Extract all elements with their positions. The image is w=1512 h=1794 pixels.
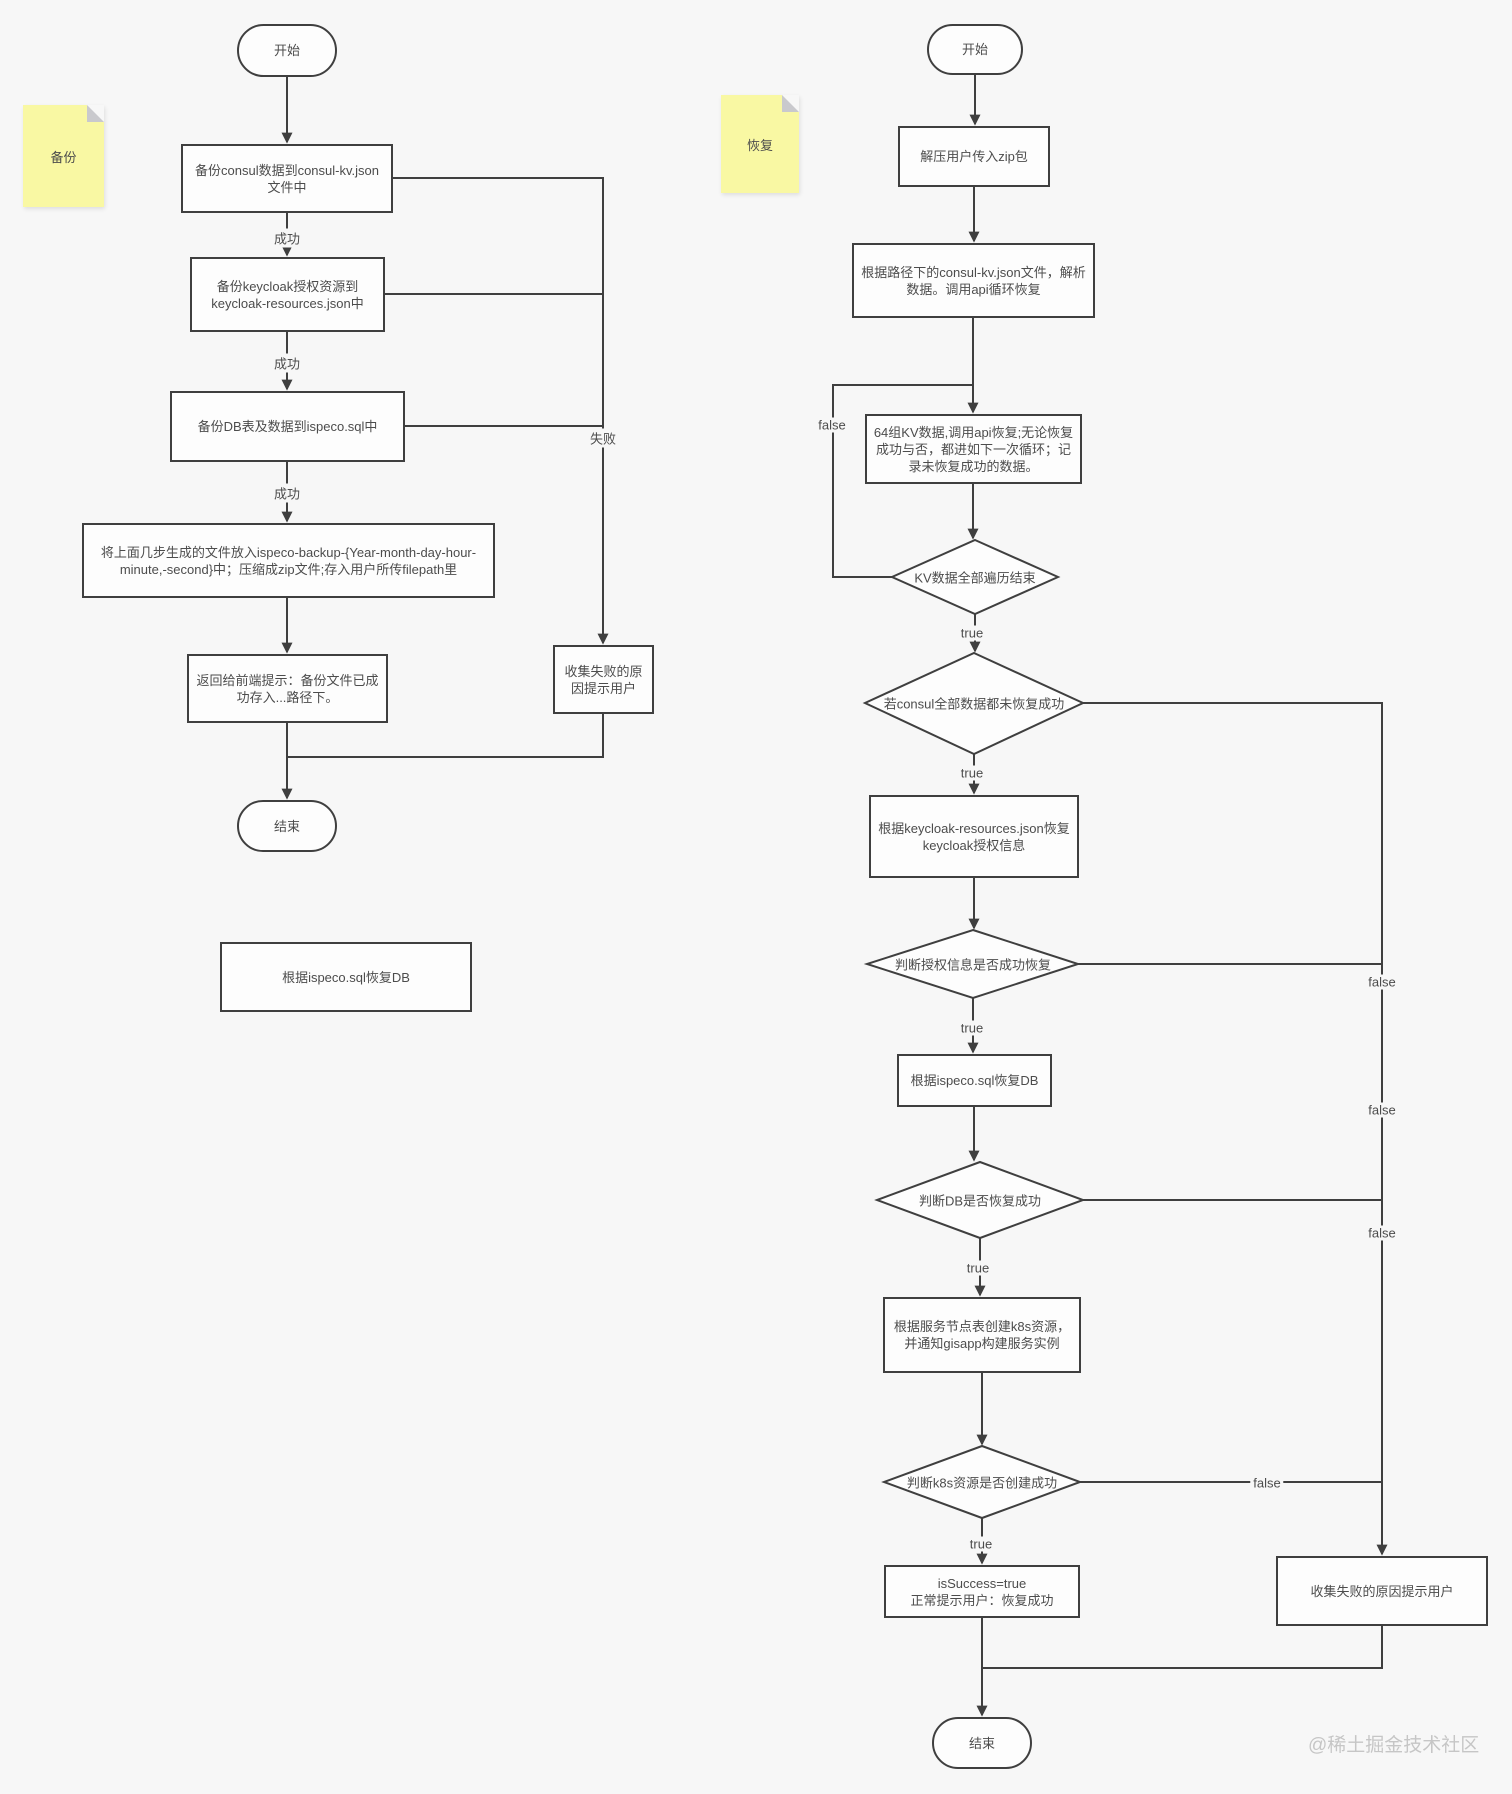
edge-label-false-loop: false (815, 417, 849, 433)
backup-step-collect-failure: 收集失败的原因提示用户 (553, 645, 654, 714)
decision-kv-done-label: KV数据全部遍历结束 (914, 570, 1036, 586)
decision-auth-restored-label: 判断授权信息是否成功恢复 (894, 957, 1052, 973)
edge-label-false-1: false (1365, 974, 1399, 990)
backup-step-db: 备份DB表及数据到ispeco.sql中 (170, 391, 405, 462)
edge-label-false-3: false (1365, 1225, 1399, 1241)
restore-start-node: 开始 (927, 24, 1023, 75)
backup-end-label: 结束 (273, 818, 300, 834)
backup-step-keycloak: 备份keycloak授权资源到keycloak-resources.json中 (190, 257, 385, 332)
sticky-note-restore: 恢复 (721, 95, 799, 193)
backup-standalone-restore-db-label: 根据ispeco.sql恢复DB (282, 969, 410, 985)
backup-end-node: 结束 (237, 800, 337, 852)
backup-step-notify-success: 返回给前端提示：备份文件已成功存入...路径下。 (187, 654, 388, 723)
restore-step-success-line2: 正常提示用户：恢复成功 (910, 1592, 1054, 1608)
restore-step-success-line1: isSuccess=true (937, 1575, 1027, 1591)
restore-step-keycloak-label: 根据keycloak-resources.json恢复keycloak授权信息 (878, 820, 1070, 853)
restore-start-label: 开始 (961, 42, 988, 57)
backup-standalone-restore-db: 根据ispeco.sql恢复DB (220, 942, 472, 1012)
watermark: @稀土掘金技术社区 (1308, 1735, 1480, 1756)
edge (287, 714, 604, 758)
decision-db-restored-label: 判断DB是否恢复成功 (918, 1193, 1042, 1209)
decision-diamonds (862, 538, 1086, 1520)
decision-consul-all-failed-shape (862, 651, 1086, 756)
sticky-note-backup-label: 备份 (50, 149, 77, 165)
restore-step-k8s-label: 根据服务节点表创建k8s资源，并通知gisapp构建服务实例 (893, 1319, 1071, 1351)
restore-edges (832, 75, 1388, 1717)
decision-auth-restored-shape (863, 928, 1082, 1000)
restore-step-unzip-label: 解压用户传入zip包 (920, 149, 1028, 164)
restore-step-k8s: 根据服务节点表创建k8s资源，并通知gisapp构建服务实例 (883, 1297, 1081, 1373)
backup-step-zip: 将上面几步生成的文件放入ispeco-backup-{Year-month-da… (82, 523, 495, 598)
backup-step-consul-label: 备份consul数据到consul-kv.json文件中 (195, 162, 379, 195)
backup-step-keycloak-label: 备份keycloak授权资源到keycloak-resources.json中 (211, 278, 364, 311)
restore-step-kv-loop-label: 64组KV数据,调用api恢复;无论恢复成功与否，都进如下一次循环；记录未恢复成… (873, 424, 1074, 474)
edge (982, 1626, 1383, 1669)
backup-step-db-label: 备份DB表及数据到ispeco.sql中 (197, 419, 378, 434)
restore-step-unzip: 解压用户传入zip包 (898, 126, 1050, 187)
restore-end-label: 结束 (968, 1735, 995, 1751)
edge-label-true-4: true (963, 1260, 993, 1276)
backup-step-collect-failure-label: 收集失败的原因提示用户 (564, 663, 643, 696)
restore-step-db-label: 根据ispeco.sql恢复DB (910, 1073, 1039, 1088)
backup-start-label: 开始 (273, 43, 300, 58)
edge-label-success-1: 成功 (270, 228, 304, 248)
restore-end-node: 结束 (932, 1717, 1032, 1769)
edge-label-true-5: true (966, 1536, 996, 1552)
edge-label-success-3: 成功 (270, 483, 304, 503)
edge-false-collector (1083, 702, 1388, 1556)
restore-step-kv-loop: 64组KV数据,调用api恢复;无论恢复成功与否，都进如下一次循环；记录未恢复成… (865, 414, 1082, 484)
backup-edges (281, 77, 609, 800)
edge-label-success-2: 成功 (270, 353, 304, 373)
edge-label-failure: 失败 (586, 428, 620, 448)
restore-step-collect-failure: 收集失败的原因提示用户 (1276, 1556, 1488, 1626)
decision-consul-all-failed-label: 若consul全部数据都未恢复成功 (883, 696, 1065, 712)
sticky-note-backup: 备份 (23, 105, 104, 207)
restore-step-keycloak: 根据keycloak-resources.json恢复keycloak授权信息 (869, 795, 1079, 878)
backup-step-consul: 备份consul数据到consul-kv.json文件中 (181, 144, 393, 213)
edge-label-true-2: true (957, 765, 987, 781)
decision-db-restored-shape (874, 1160, 1086, 1240)
edge-kv-false-loop (832, 384, 973, 578)
decision-kv-done-shape (889, 538, 1061, 616)
edge-label-true-1: true (957, 625, 987, 641)
decision-k8s-created-label: 判断k8s资源是否创建成功 (906, 1475, 1058, 1491)
restore-step-parse-consul-label: 根据路径下的consul-kv.json文件，解析数据。调用api循环恢复 (861, 264, 1086, 297)
edge-label-true-3: true (957, 1020, 987, 1036)
restore-step-success: isSuccess=true 正常提示用户：恢复成功 (884, 1565, 1080, 1618)
backup-step-zip-label: 将上面几步生成的文件放入ispeco-backup-{Year-month-da… (100, 544, 477, 577)
edge-label-false-2: false (1365, 1102, 1399, 1118)
edge-failure-collector (393, 177, 609, 645)
edge-label-false-4: false (1250, 1475, 1284, 1491)
sticky-note-restore-label: 恢复 (746, 137, 773, 153)
backup-start-node: 开始 (237, 24, 337, 77)
restore-step-parse-consul: 根据路径下的consul-kv.json文件，解析数据。调用api循环恢复 (852, 243, 1095, 318)
restore-step-db: 根据ispeco.sql恢复DB (897, 1054, 1052, 1107)
backup-step-notify-success-label: 返回给前端提示：备份文件已成功存入...路径下。 (196, 672, 379, 705)
restore-step-collect-failure-label: 收集失败的原因提示用户 (1310, 1583, 1454, 1599)
decision-k8s-created-shape (881, 1444, 1083, 1520)
